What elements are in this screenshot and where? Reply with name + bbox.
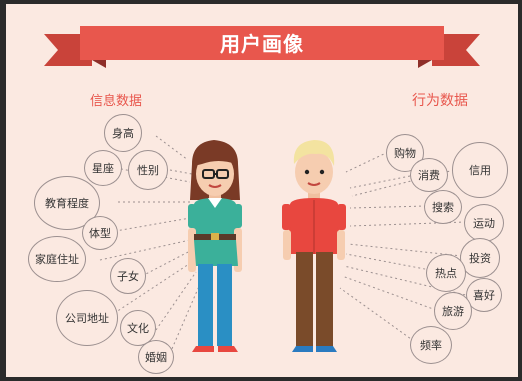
info-tag-zodiac: 星座 bbox=[84, 150, 122, 186]
female-figure bbox=[188, 140, 242, 352]
info-tag-height: 身高 bbox=[104, 114, 142, 152]
behavior-tag-travel: 旅游 bbox=[434, 292, 472, 330]
behavior-tag-hot-topics: 热点 bbox=[426, 254, 466, 292]
info-tag-children: 子女 bbox=[110, 258, 146, 294]
info-tag-culture: 文化 bbox=[120, 310, 156, 346]
male-figure bbox=[282, 140, 346, 352]
behavior-data-title: 行为数据 bbox=[412, 93, 468, 109]
info-tag-gender: 性别 bbox=[128, 150, 168, 190]
behavior-tag-preferences: 喜好 bbox=[466, 278, 502, 312]
ribbon-graphic bbox=[44, 26, 480, 68]
behavior-tag-frequency: 频率 bbox=[410, 326, 452, 364]
info-tag-marriage: 婚姻 bbox=[138, 340, 174, 374]
info-tag-body-type: 体型 bbox=[82, 216, 118, 250]
info-tag-company-address: 公司地址 bbox=[56, 290, 118, 346]
behavior-tag-consumption: 消费 bbox=[410, 158, 448, 192]
page-title: 用户画像 bbox=[220, 32, 304, 56]
behavior-tag-shopping: 购物 bbox=[386, 134, 424, 172]
behavior-tag-investment: 投资 bbox=[460, 238, 500, 278]
behavior-tag-search: 搜索 bbox=[424, 190, 462, 224]
behavior-tag-exercise: 运动 bbox=[464, 204, 504, 242]
title-ribbon: 用户画像 bbox=[6, 4, 518, 84]
info-data-title: 信息数据 bbox=[90, 94, 143, 109]
info-tag-home-address: 家庭住址 bbox=[28, 236, 86, 282]
user-profile-infographic: 用户画像 信息数据 行为数据 bbox=[6, 4, 518, 377]
behavior-tag-credit: 信用 bbox=[452, 142, 508, 198]
